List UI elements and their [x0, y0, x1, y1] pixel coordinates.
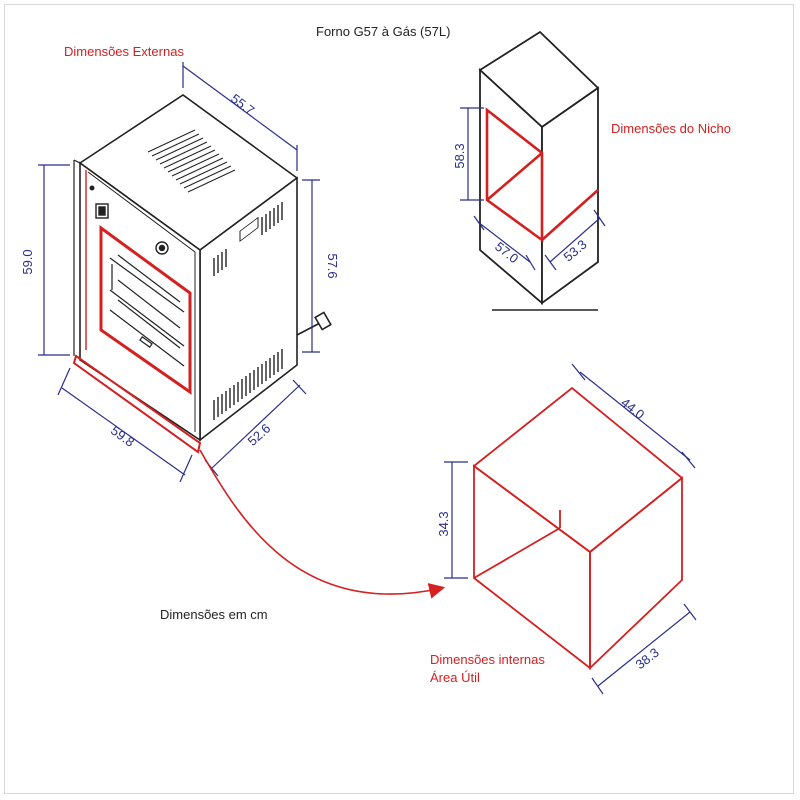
- label-internal-dimensions: Dimensões internas: [430, 652, 545, 667]
- niche-drawing: [478, 30, 600, 311]
- label-units: Dimensões em cm: [160, 607, 268, 622]
- dim-internal-height: 34.3: [436, 511, 451, 536]
- dim-external-width-front: 59.8: [108, 423, 137, 450]
- label-external-dimensions: Dimensões Externas: [64, 44, 184, 59]
- oven-drawing: [73, 94, 299, 442]
- side-vents: [213, 202, 283, 420]
- door-bottom-frame: [72, 354, 202, 454]
- label-niche-dimensions: Dimensões do Nicho: [611, 121, 731, 136]
- dim-external-height-left: 59.0: [20, 249, 35, 274]
- dim-niche-height: 58.3: [452, 143, 467, 168]
- connector-arrow: [199, 449, 446, 599]
- internal-dimension-lines: [444, 363, 697, 695]
- dim-external-depth-bottom: 52.6: [245, 421, 274, 449]
- image-frame: [4, 4, 794, 794]
- internal-area-box: [472, 386, 684, 671]
- dim-internal-width: 44.0: [618, 395, 647, 422]
- label-useful-area: Área Útil: [430, 670, 480, 685]
- niche-dimension-lines: [460, 107, 606, 271]
- power-cord: [296, 311, 332, 336]
- dim-internal-depth: 38.3: [633, 645, 662, 672]
- dim-external-height-right: 57.6: [325, 253, 340, 278]
- external-dimension-lines: [38, 62, 320, 483]
- control-knobs: [89, 185, 169, 255]
- oven-door-window: [99, 225, 192, 395]
- niche-opening: [485, 107, 599, 243]
- diagram-title: Forno G57 à Gás (57L): [316, 24, 451, 39]
- dim-external-depth-top: 55.7: [228, 91, 257, 118]
- top-vent-grille: [147, 129, 236, 193]
